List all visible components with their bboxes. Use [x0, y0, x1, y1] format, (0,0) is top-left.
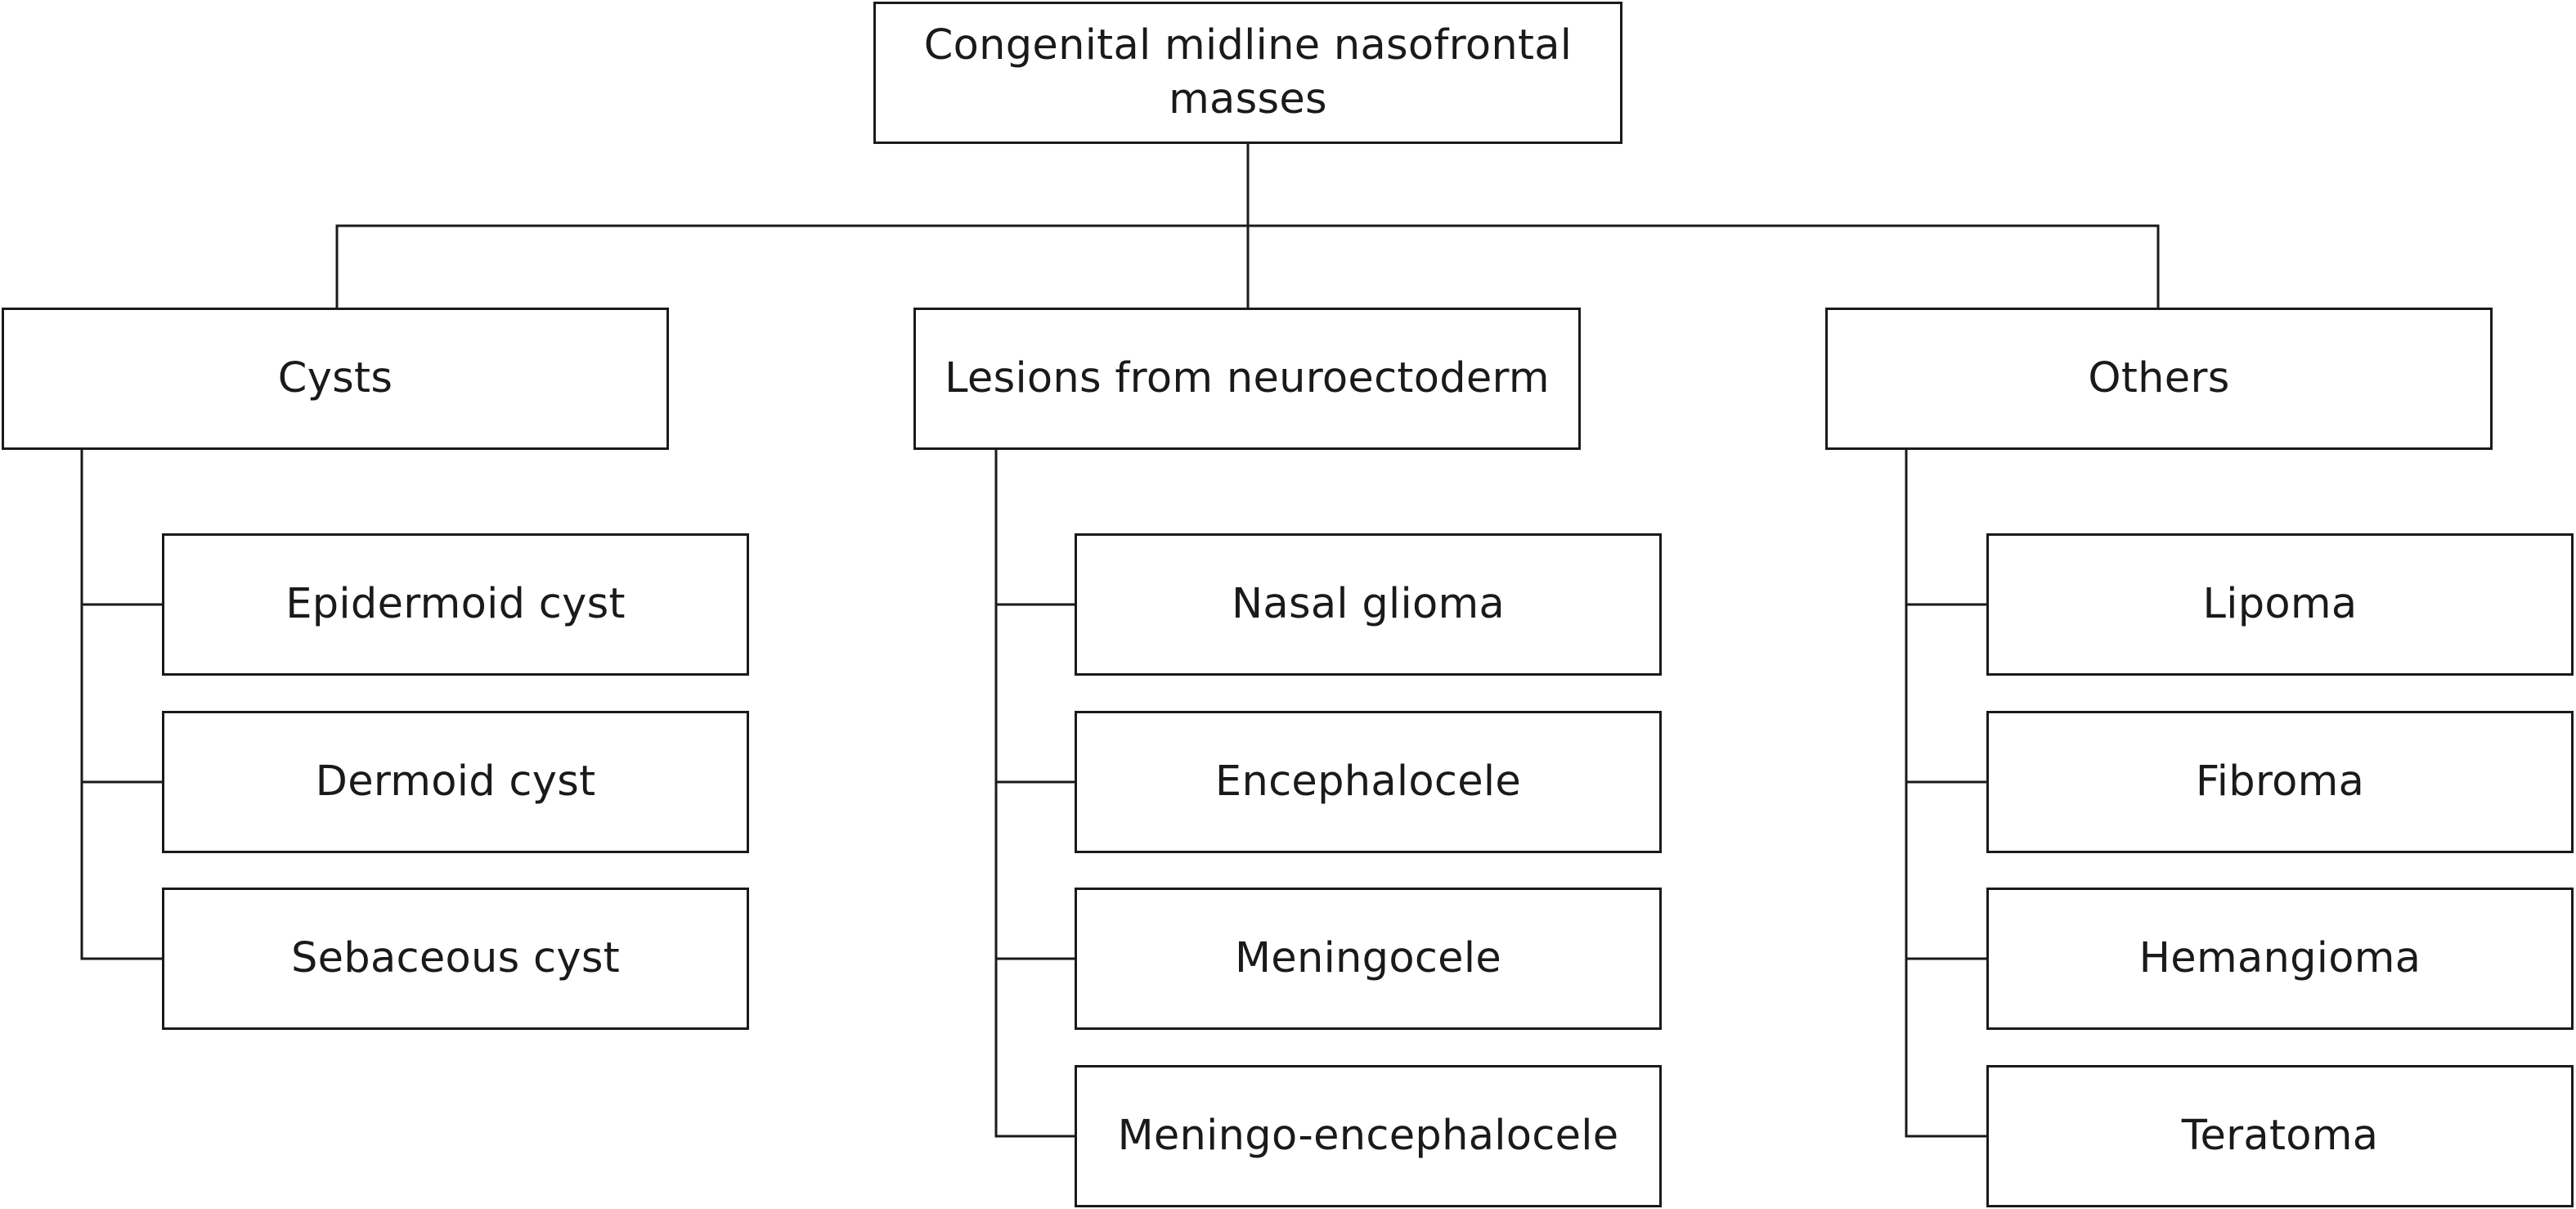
leaf-node: Lipoma [1986, 533, 2574, 676]
category-label: Lesions from neuroectoderm [945, 354, 1550, 402]
leaf-node: Epidermoid cyst [162, 533, 749, 676]
leaf-node: Sebaceous cyst [162, 888, 749, 1030]
root-node-label: Congenital midline nasofrontal masses [923, 21, 1573, 124]
leaf-label: Encephalocele [1214, 757, 1522, 806]
leaf-node: Teratoma [1986, 1065, 2574, 1207]
leaf-label: Nasal glioma [1231, 580, 1506, 628]
leaf-node: Fibroma [1986, 711, 2574, 853]
leaf-label: Fibroma [2195, 757, 2365, 806]
category-node-others: Others [1825, 308, 2493, 450]
leaf-label: Hemangioma [2138, 934, 2421, 982]
leaf-node: Meningo-encephalocele [1075, 1065, 1662, 1207]
category-label: Cysts [277, 354, 393, 402]
category-node-neuroectoderm: Lesions from neuroectoderm [913, 308, 1581, 450]
leaf-label: Dermoid cyst [315, 757, 596, 806]
leaf-node: Nasal glioma [1075, 533, 1662, 676]
category-label: Others [2088, 354, 2230, 402]
leaf-node: Encephalocele [1075, 711, 1662, 853]
category-node-cysts: Cysts [2, 308, 669, 450]
leaf-label: Epidermoid cyst [285, 580, 626, 628]
leaf-label: Meningo-encephalocele [1117, 1112, 1619, 1160]
leaf-label: Sebaceous cyst [290, 934, 621, 982]
leaf-node: Meningocele [1075, 888, 1662, 1030]
leaf-label: Meningocele [1234, 934, 1502, 982]
leaf-label: Lipoma [2202, 580, 2358, 628]
root-node: Congenital midline nasofrontal masses [873, 2, 1622, 144]
leaf-node: Dermoid cyst [162, 711, 749, 853]
leaf-label: Teratoma [2181, 1112, 2379, 1160]
leaf-node: Hemangioma [1986, 888, 2574, 1030]
